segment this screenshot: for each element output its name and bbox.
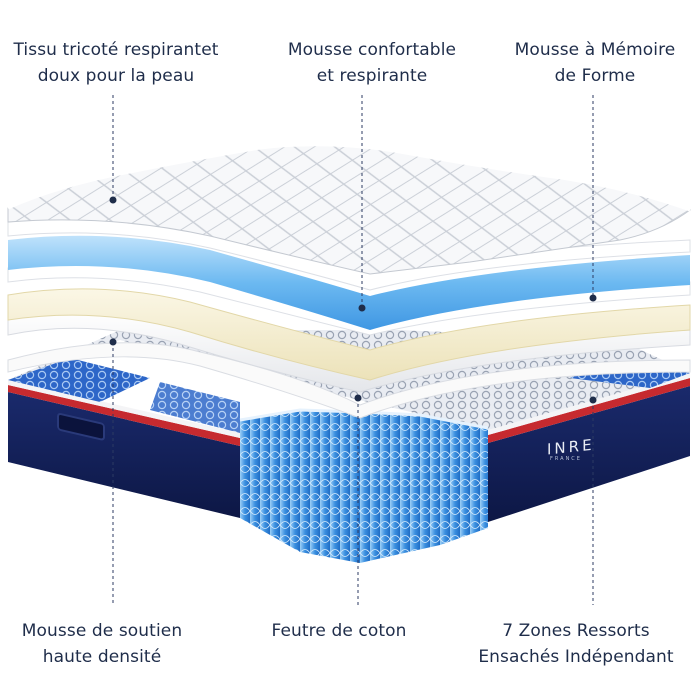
base-right-white (488, 373, 690, 435)
label-cotton-felt: Feutre de coton (232, 618, 446, 644)
memory-foam-layer (7, 288, 691, 381)
label-line: Mousse de soutien (21, 621, 183, 641)
dot-knitted-fabric (109, 196, 117, 204)
pocket-springs-column (240, 410, 488, 563)
base-red-stripe (8, 385, 240, 446)
dot-cotton-felt (354, 394, 362, 402)
label-line: Mousse à Mémoire (514, 40, 676, 60)
dot-support-foam (109, 338, 117, 346)
brand-subtitle: FRANCE (550, 456, 582, 462)
cotton-felt-layer (7, 342, 691, 419)
label-knitted-fabric: Tissu tricoté respirantet doux pour la p… (0, 37, 232, 89)
label-support-foam: Mousse de soutien haute densité (0, 618, 204, 670)
spring-zone-blue-left (8, 358, 150, 402)
leader-lines (112, 95, 594, 605)
dot-comfort-foam (358, 304, 366, 312)
dot-pocket-springs (589, 396, 597, 404)
base-white-stripe (8, 380, 240, 438)
handle (57, 412, 105, 441)
dot-memory-foam (589, 294, 597, 302)
label-line: Tissu tricoté respirantet (13, 40, 219, 60)
spring-zone-blue-mid (150, 382, 240, 433)
breathable-foam-blue (8, 235, 690, 330)
label-line: de Forme (554, 66, 636, 86)
label-line: Ensachés Indépendant (478, 647, 674, 667)
label-line: 7 Zones Ressorts (502, 621, 650, 641)
label-line: Mousse confortable (287, 40, 457, 60)
label-line: et respirante (316, 66, 428, 86)
base-right-face (488, 386, 690, 522)
label-comfort-foam: Mousse confortable et respirante (252, 37, 492, 89)
label-pocket-springs: 7 Zones Ressorts Ensachés Indépendant (452, 618, 700, 670)
label-line: haute densité (42, 647, 162, 667)
label-memory-foam: Mousse à Mémoire de Forme (490, 37, 700, 89)
label-line: doux pour la peau (37, 66, 195, 86)
label-line: Feutre de coton (271, 621, 407, 641)
leader-dots (109, 196, 597, 404)
base-right-red (488, 378, 690, 443)
